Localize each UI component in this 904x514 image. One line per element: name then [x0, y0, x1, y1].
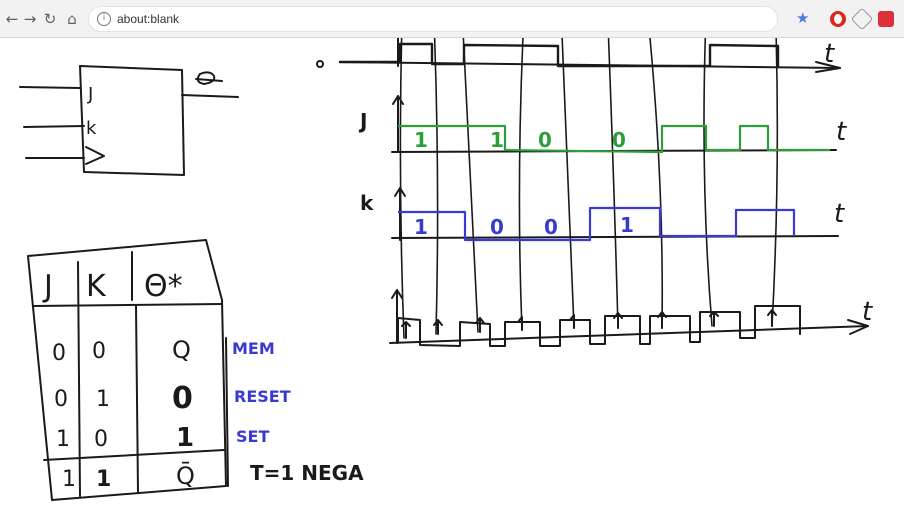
- port-label-j: J: [87, 84, 93, 105]
- edge-guide-3: [462, 38, 478, 332]
- truth-table-col-rule-1: [78, 262, 80, 496]
- opera-extension-icon[interactable]: [830, 11, 846, 27]
- truth-table-row1-j: 0: [52, 341, 66, 366]
- j-bit-2: 1: [490, 128, 504, 152]
- truth-table-row4-k: 1: [96, 467, 111, 492]
- edge-guide-1: [400, 38, 404, 338]
- j-bit-1: 1: [414, 128, 428, 152]
- truth-table-header-j: J: [42, 269, 53, 304]
- red-extension-icon[interactable]: [878, 11, 894, 27]
- truth-table-header-q: Θ*: [144, 269, 183, 304]
- truth-table-header-rule: [34, 304, 222, 306]
- q-axis-t-label: t: [824, 39, 835, 69]
- truth-table-row1-k: 0: [92, 339, 106, 364]
- output-line-q: [182, 95, 238, 97]
- note-set: SET: [236, 427, 269, 446]
- info-icon[interactable]: i: [97, 12, 111, 26]
- back-arrow-icon[interactable]: ←: [2, 8, 22, 30]
- j-bit-4: 0: [612, 128, 626, 152]
- home-icon[interactable]: ⌂: [62, 8, 82, 30]
- address-bar-url: about:blank: [117, 12, 179, 26]
- truth-table-header-k: K: [86, 269, 107, 304]
- j-axis-t-label: t: [836, 117, 847, 147]
- truth-table-row4-q: Q̄: [176, 461, 195, 490]
- edge-guide-2: [434, 38, 438, 334]
- j-axis-arrow: [393, 96, 403, 152]
- truth-table-row2-k: 1: [96, 387, 110, 412]
- whiteboard-canvas: J k J k t t t t J K Θ* 0 0 Q 0 1 0 1 0 1…: [0, 38, 904, 514]
- k-bit-4: 1: [620, 213, 634, 237]
- truth-table-row1-q: Q: [172, 336, 191, 364]
- note-toggle: T=1 NEGA: [250, 461, 364, 485]
- truth-table-row2-j: 0: [54, 387, 68, 412]
- k-bit-1: 1: [414, 215, 428, 239]
- browser-toolbar: ← → ↻ ⌂ i about:blank ★: [0, 0, 904, 38]
- edge-guide-7: [650, 38, 662, 328]
- input-line-j: [20, 87, 80, 88]
- k-bit-3: 0: [544, 215, 558, 239]
- bookmark-star-icon[interactable]: ★: [796, 9, 809, 27]
- truth-table-row-rule: [44, 450, 224, 460]
- tag-extension-icon[interactable]: [851, 8, 874, 31]
- note-mem: MEM: [232, 339, 275, 358]
- note-reset: RESET: [234, 387, 291, 406]
- j-bit-3: 0: [538, 128, 552, 152]
- truth-table-row3-q: 1: [176, 423, 194, 453]
- input-line-k: [24, 126, 84, 127]
- jk-flipflop-drawing: J k J k t t t t J K Θ* 0 0 Q 0 1 0 1 0 1…: [0, 38, 904, 514]
- clock-triangle: [86, 147, 104, 164]
- forward-arrow-icon[interactable]: →: [20, 8, 40, 30]
- truth-table-row2-q: 0: [172, 381, 193, 416]
- reload-icon[interactable]: ↻: [40, 8, 60, 30]
- k-signal: [398, 208, 794, 240]
- edge-guide-6: [608, 38, 618, 328]
- q-axis-dot: [317, 61, 323, 67]
- edge-guide-9: [772, 38, 777, 326]
- truth-table-row4-j: 1: [62, 467, 76, 492]
- clock-axis-t-label: t: [862, 297, 873, 327]
- clock-time-axis: [390, 326, 868, 343]
- edge-guide-4: [519, 38, 524, 330]
- k-bit-2: 0: [490, 215, 504, 239]
- edge-guide-5: [562, 38, 574, 328]
- truth-table-row3-j: 1: [56, 427, 70, 452]
- port-label-k: k: [86, 118, 97, 139]
- k-axis-t-label: t: [834, 199, 845, 229]
- address-bar[interactable]: i about:blank: [88, 6, 778, 32]
- truth-table-row3-k: 0: [94, 427, 108, 452]
- edge-guide-8: [704, 38, 712, 326]
- output-q-symbol: [196, 72, 222, 84]
- timeline-label-j: J: [358, 109, 367, 133]
- timeline-label-k: k: [360, 191, 374, 215]
- truth-table-frame: [28, 240, 226, 500]
